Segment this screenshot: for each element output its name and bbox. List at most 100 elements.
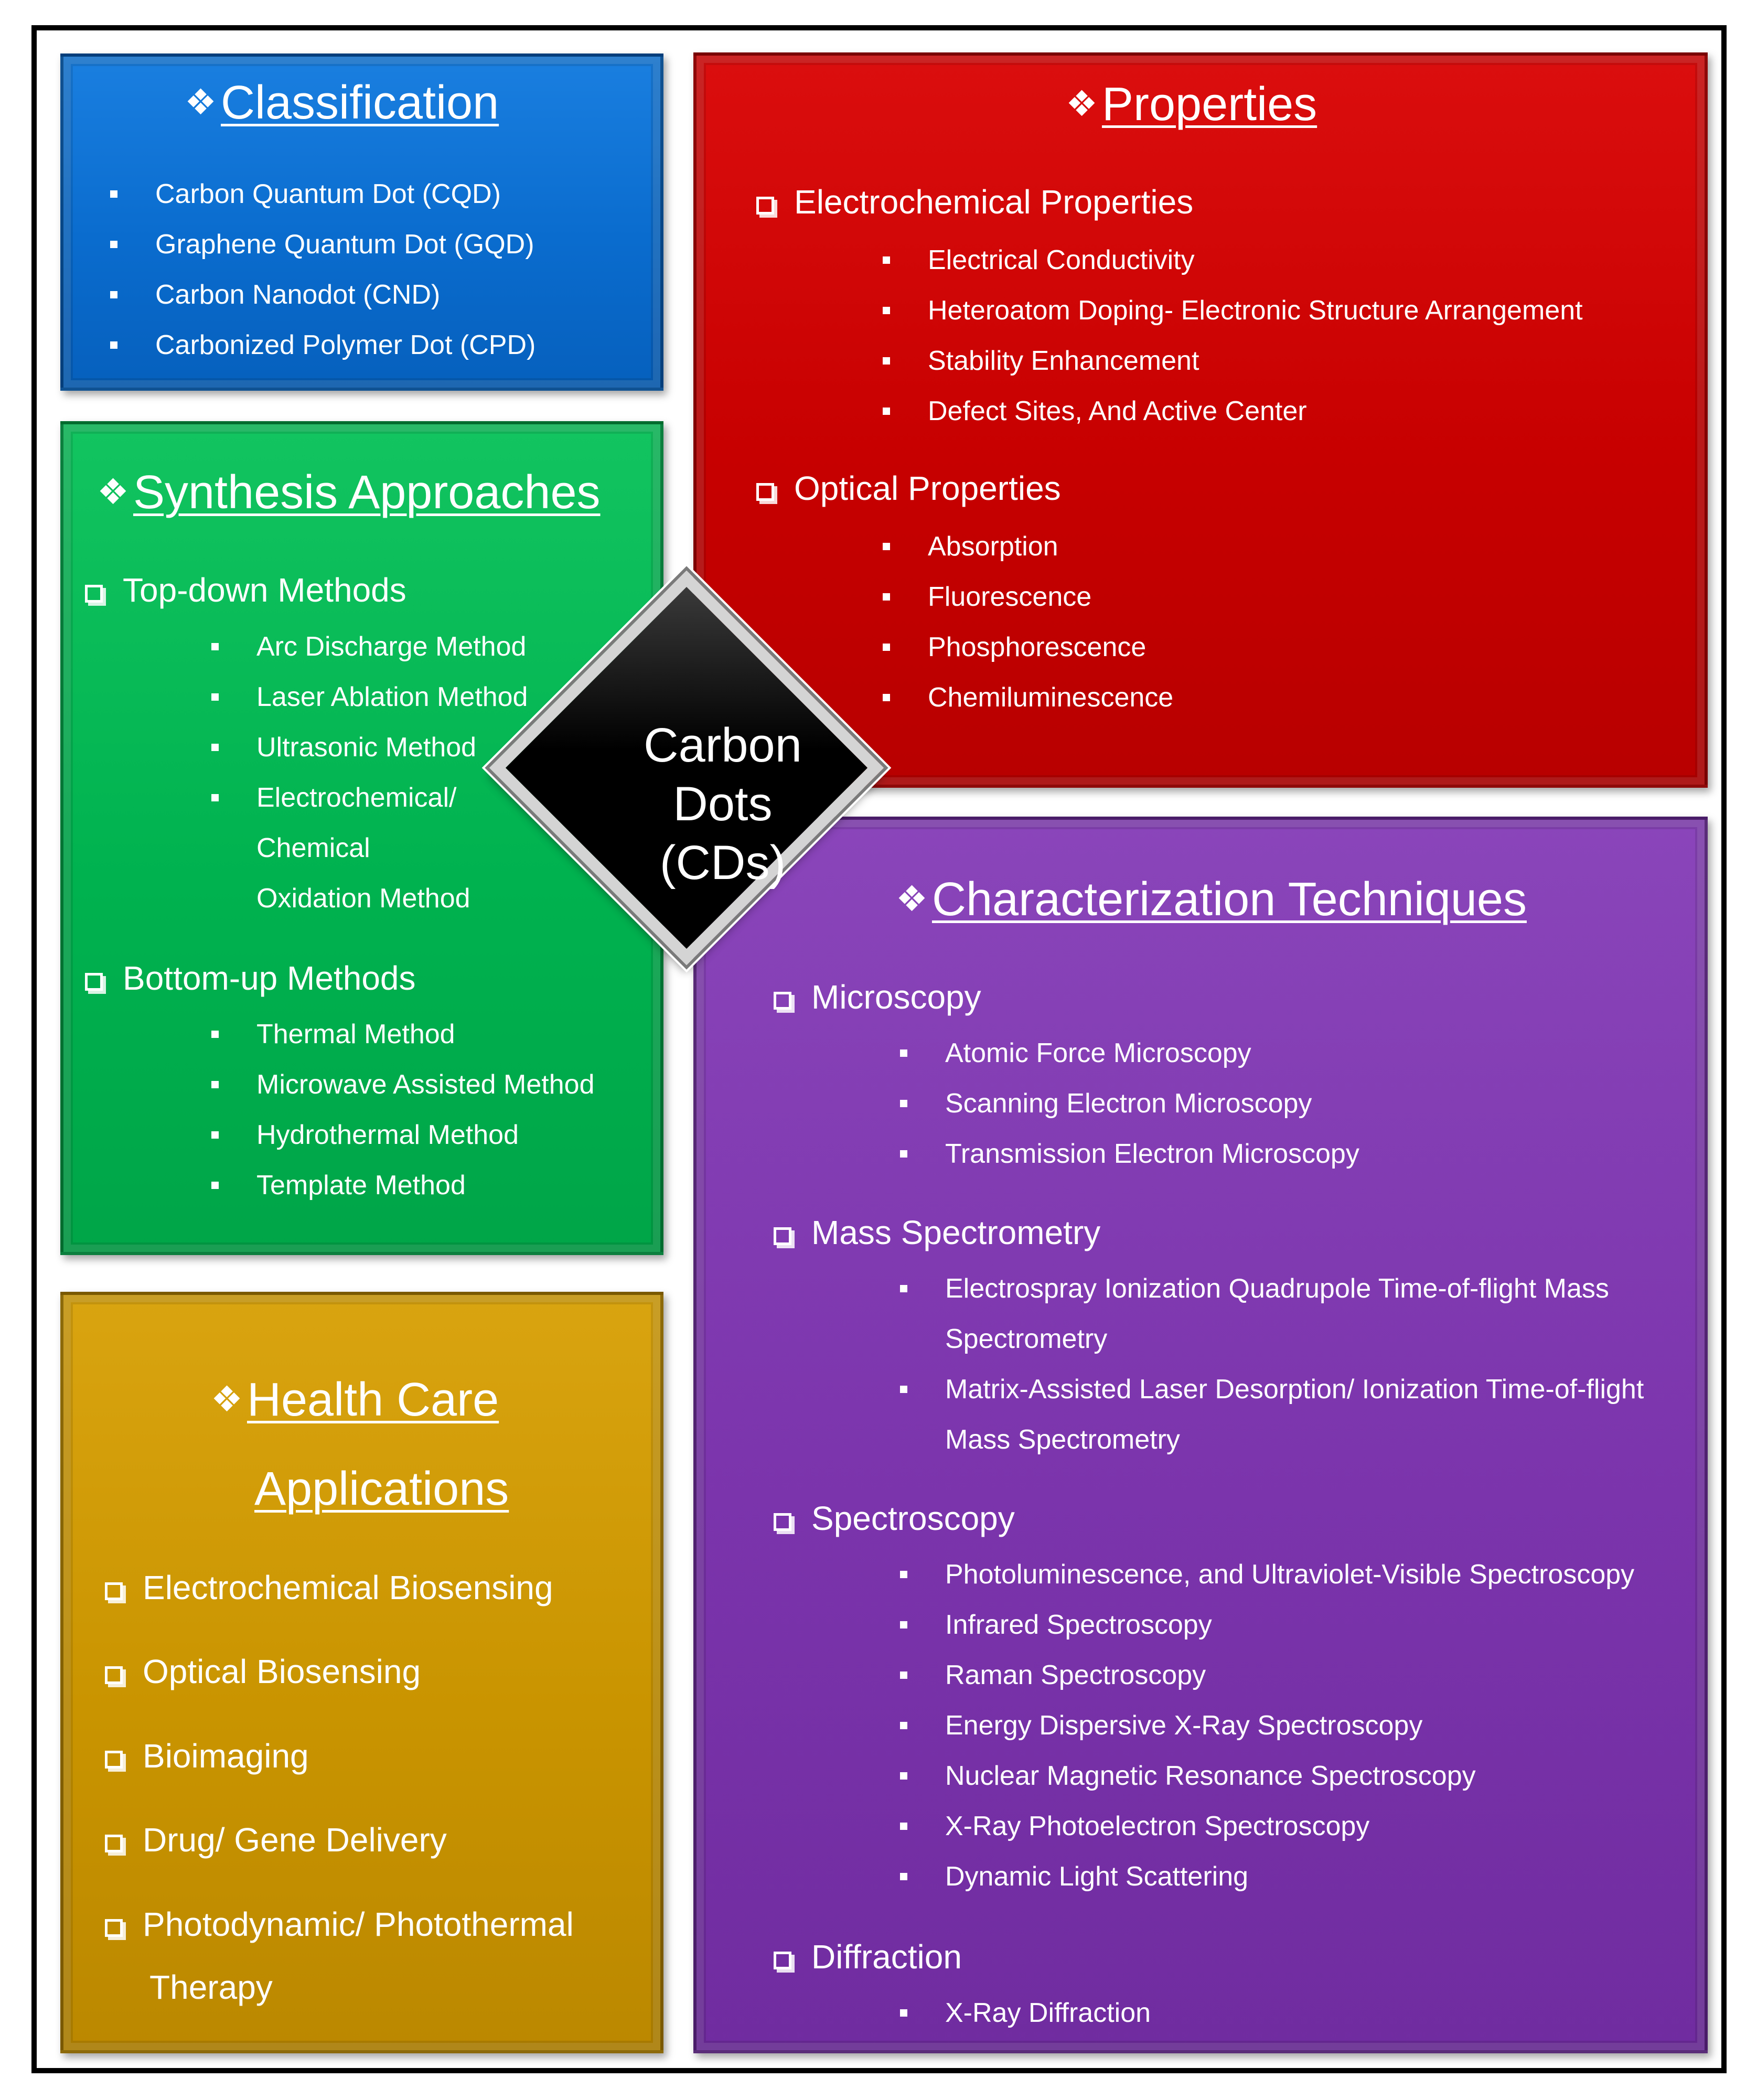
list-item: Graphene Quantum Dot (GQD) xyxy=(110,229,534,260)
group-heading: Optical Properties xyxy=(756,469,1061,508)
square-bullet-icon xyxy=(900,1285,907,1292)
square-bullet-icon xyxy=(883,256,890,264)
list-item: Photodynamic/ Photothermal xyxy=(105,1905,574,1944)
list-item: Electrochemical/ xyxy=(211,782,456,813)
square-bullet-icon xyxy=(110,291,117,298)
list-item: Atomic Force Microscopy xyxy=(900,1037,1251,1069)
square-bullet-icon xyxy=(900,1049,907,1057)
list-item: Carbon Quantum Dot (CQD) xyxy=(110,178,501,210)
list-item: Electrospray Ionization Quadrupole Time-… xyxy=(900,1273,1609,1304)
list-item: Scanning Electron Microscopy xyxy=(900,1088,1312,1119)
list-item: Microwave Assisted Method xyxy=(211,1069,595,1100)
list-item: Phosphorescence xyxy=(883,631,1146,663)
square-bullet-icon xyxy=(883,408,890,415)
square-bullet-icon xyxy=(900,1571,907,1578)
checkbox-bullet-icon xyxy=(774,1513,791,1531)
square-bullet-icon xyxy=(211,1182,219,1189)
square-bullet-icon xyxy=(883,357,890,365)
characterization-panel xyxy=(693,817,1708,2053)
health-care-panel xyxy=(60,1292,663,2053)
checkbox-bullet-icon xyxy=(105,1919,123,1937)
center-title: Carbon Dots (CDs) xyxy=(644,719,802,890)
synthesis-title: ❖Synthesis Approaches xyxy=(97,466,601,519)
square-bullet-icon xyxy=(900,1100,907,1107)
square-bullet-icon xyxy=(900,1150,907,1158)
square-bullet-icon xyxy=(883,543,890,550)
list-item: X-Ray Photoelectron Spectroscopy xyxy=(900,1810,1369,1842)
list-item: Hydrothermal Method xyxy=(211,1119,519,1151)
list-item: Nuclear Magnetic Resonance Spectroscopy xyxy=(900,1760,1476,1792)
square-bullet-icon xyxy=(883,307,890,314)
square-bullet-icon xyxy=(900,1672,907,1679)
square-bullet-icon xyxy=(211,693,219,701)
group-heading: Electrochemical Properties xyxy=(756,183,1193,221)
group-heading: Microscopy xyxy=(774,978,981,1016)
group-heading: Mass Spectrometry xyxy=(774,1213,1100,1252)
diamond-bullet-icon: ❖ xyxy=(97,472,129,512)
square-bullet-icon xyxy=(900,1772,907,1780)
square-bullet-icon xyxy=(883,593,890,601)
list-item: Absorption xyxy=(883,531,1058,562)
list-item-continuation: Oxidation Method xyxy=(256,883,470,914)
list-item: Drug/ Gene Delivery xyxy=(105,1820,447,1859)
list-item-continuation: Therapy xyxy=(149,1968,273,2006)
list-item: Defect Sites, And Active Center xyxy=(883,395,1307,427)
checkbox-bullet-icon xyxy=(105,1751,123,1769)
diamond-bullet-icon: ❖ xyxy=(185,82,217,122)
diamond-bullet-icon: ❖ xyxy=(1066,84,1098,124)
list-item: Transmission Electron Microscopy xyxy=(900,1138,1359,1170)
checkbox-bullet-icon xyxy=(85,973,103,991)
checkbox-bullet-icon xyxy=(756,197,774,215)
classification-panel xyxy=(60,53,663,391)
square-bullet-icon xyxy=(900,1621,907,1628)
checkbox-bullet-icon xyxy=(756,483,774,501)
square-bullet-icon xyxy=(883,644,890,651)
list-item: Carbonized Polymer Dot (CPD) xyxy=(110,329,535,361)
properties-title: ❖Properties xyxy=(1066,78,1317,131)
square-bullet-icon xyxy=(883,694,890,701)
list-item: Electrical Conductivity xyxy=(883,244,1195,276)
checkbox-bullet-icon xyxy=(105,1835,123,1852)
list-item: Thermal Method xyxy=(211,1019,455,1050)
checkbox-bullet-icon xyxy=(105,1666,123,1684)
square-bullet-icon xyxy=(211,794,219,801)
health-title-line1: ❖Health Care xyxy=(211,1374,499,1426)
list-item: Raman Spectroscopy xyxy=(900,1659,1206,1691)
list-item: Ultrasonic Method xyxy=(211,732,476,763)
group-heading: Top-down Methods xyxy=(85,571,406,609)
group-heading: Spectroscopy xyxy=(774,1499,1015,1538)
list-item-continuation: Spectrometry xyxy=(945,1324,1108,1354)
square-bullet-icon xyxy=(110,241,117,248)
square-bullet-icon xyxy=(900,1873,907,1880)
square-bullet-icon xyxy=(900,2009,907,2017)
list-item: Heteroatom Doping- Electronic Structure … xyxy=(883,295,1583,326)
checkbox-bullet-icon xyxy=(85,585,103,603)
square-bullet-icon xyxy=(211,744,219,751)
list-item: Dynamic Light Scattering xyxy=(900,1861,1248,1892)
list-item-continuation: Mass Spectrometry xyxy=(945,1424,1180,1455)
group-heading: Diffraction xyxy=(774,1937,962,1976)
list-item: X-Ray Diffraction xyxy=(900,1997,1151,2029)
square-bullet-icon xyxy=(211,1081,219,1088)
diamond-bullet-icon: ❖ xyxy=(211,1379,243,1419)
list-item: Template Method xyxy=(211,1170,466,1201)
list-item: Electrochemical Biosensing xyxy=(105,1568,553,1607)
properties-panel xyxy=(693,52,1708,788)
checkbox-bullet-icon xyxy=(774,1227,791,1245)
square-bullet-icon xyxy=(211,643,219,650)
square-bullet-icon xyxy=(900,1823,907,1830)
list-item: Bioimaging xyxy=(105,1737,309,1775)
group-heading: Bottom-up Methods xyxy=(85,959,416,998)
list-item-continuation: Chemical xyxy=(256,833,370,863)
square-bullet-icon xyxy=(211,1131,219,1139)
diamond-bullet-icon: ❖ xyxy=(896,879,928,919)
square-bullet-icon xyxy=(110,341,117,349)
list-item: Infrared Spectroscopy xyxy=(900,1609,1212,1641)
list-item: Stability Enhancement xyxy=(883,345,1199,377)
list-item: Chemiluminescence xyxy=(883,682,1173,713)
characterization-title: ❖Characterization Techniques xyxy=(896,873,1527,926)
list-item: Arc Discharge Method xyxy=(211,631,526,662)
checkbox-bullet-icon xyxy=(774,992,791,1010)
list-item: Matrix-Assisted Laser Desorption/ Ioniza… xyxy=(900,1374,1644,1405)
square-bullet-icon xyxy=(900,1722,907,1729)
